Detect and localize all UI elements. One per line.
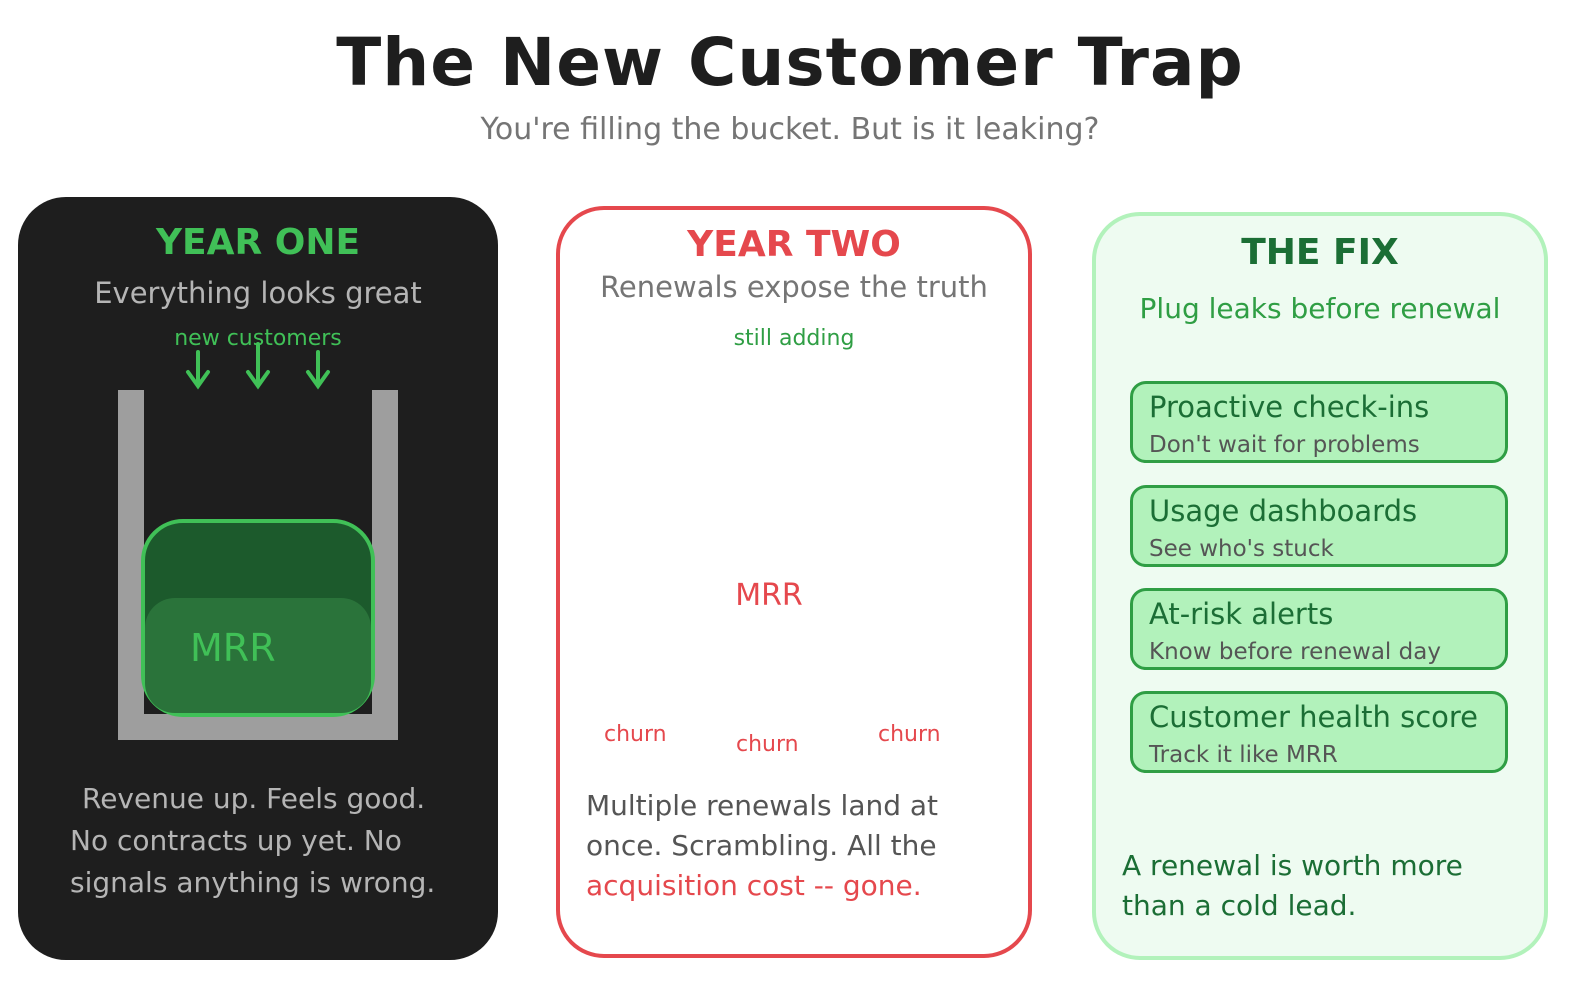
year-one-mrr-fill <box>141 519 375 717</box>
year-one-subheading: Everything looks great <box>94 276 422 310</box>
churn-label: churn <box>604 722 667 747</box>
year-one-body-line: signals anything is wrong. <box>70 866 436 899</box>
fix-item-title: Customer health score <box>1149 700 1479 734</box>
year-two-body: Multiple renewals land at once. Scrambli… <box>586 786 1016 906</box>
fix-item: Proactive check-ins Don't wait for probl… <box>1130 381 1508 463</box>
fix-item: At-risk alerts Know before renewal day <box>1130 588 1508 670</box>
fix-item-subtitle: Know before renewal day <box>1149 639 1441 665</box>
fix-item-title: At-risk alerts <box>1149 597 1334 631</box>
year-two-inflow-label: still adding <box>733 326 855 351</box>
year-two-body-line: Multiple renewals land at <box>586 789 939 822</box>
year-one-inflow-arrows <box>186 342 330 390</box>
churn-label: churn <box>878 722 941 747</box>
year-two-subheading: Renewals expose the truth <box>600 270 988 304</box>
fix-item-subtitle: Track it like MRR <box>1149 742 1338 768</box>
page-title: The New Customer Trap <box>336 24 1244 101</box>
year-two-panel <box>556 206 1032 958</box>
the-fix-closing: A renewal is worth more than a cold lead… <box>1122 846 1522 926</box>
fix-item: Usage dashboards See who's stuck <box>1130 485 1508 567</box>
churn-label: churn <box>736 732 799 757</box>
fix-item-title: Usage dashboards <box>1149 494 1418 528</box>
year-two-mrr-label: MRR <box>735 578 803 613</box>
year-one-body: Revenue up. Feels good. No contracts up … <box>70 778 490 904</box>
year-one-heading: YEAR ONE <box>155 222 361 263</box>
year-one-mrr-label: MRR <box>190 626 276 670</box>
year-one-body-line: Revenue up. Feels good. <box>82 782 426 815</box>
the-fix-subheading: Plug leaks before renewal <box>1139 292 1501 325</box>
year-one-body-line: No contracts up yet. No <box>70 824 402 857</box>
fix-item-subtitle: See who's stuck <box>1149 536 1334 562</box>
fix-item-subtitle: Don't wait for problems <box>1149 432 1420 458</box>
fix-item: Customer health score Track it like MRR <box>1130 691 1508 773</box>
year-two-body-highlight: acquisition cost -- gone. <box>586 869 922 902</box>
fix-item-title: Proactive check-ins <box>1149 390 1430 424</box>
page-subtitle: You're filling the bucket. But is it lea… <box>480 112 1100 147</box>
the-fix-closing-line: A renewal is worth more <box>1122 849 1463 882</box>
the-fix-closing-line: than a cold lead. <box>1122 889 1357 922</box>
year-one-bucket <box>118 390 398 740</box>
year-two-body-line: once. Scrambling. All the <box>586 829 937 862</box>
the-fix-panel <box>1092 212 1548 960</box>
the-fix-heading: THE FIX <box>1241 232 1399 273</box>
year-two-heading: YEAR TWO <box>687 224 901 265</box>
